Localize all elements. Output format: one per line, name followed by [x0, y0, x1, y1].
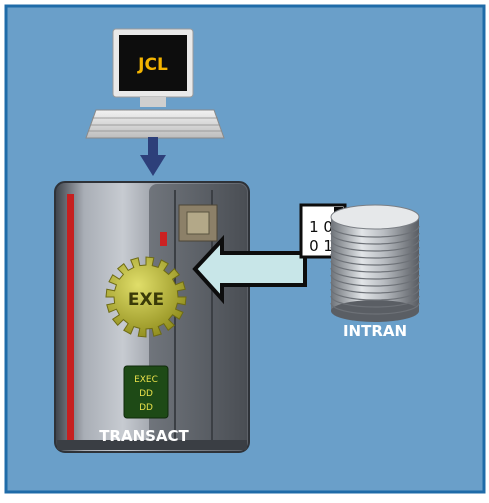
- panel-line-dd-1: DD: [139, 389, 153, 399]
- data-bits-row-1: 1 0: [309, 218, 333, 236]
- disk-platter-ring: [330, 274, 420, 287]
- cabinet-red-strip: [67, 194, 74, 442]
- disk-platters: [330, 225, 420, 315]
- mainframe-label: TRANSACT: [99, 427, 189, 445]
- panel-line-exec: EXEC: [134, 375, 158, 385]
- disk-platter-ring: [330, 267, 420, 280]
- disk-platter-ring: [330, 288, 420, 301]
- disk-body: [331, 217, 419, 311]
- keyboard-keys: [88, 117, 222, 132]
- monitor-screen: [119, 35, 187, 91]
- disk-platter-ring: [330, 239, 420, 252]
- disk-stack-icon: [330, 204, 420, 322]
- monitor-stand: [140, 97, 166, 107]
- disk-platter-ring: [330, 281, 420, 294]
- data-bits-row-2: 0 1: [309, 237, 333, 255]
- jcl-label: JCL: [137, 55, 168, 75]
- disk-platter-ring: [330, 246, 420, 259]
- down-arrow-icon: [140, 137, 166, 176]
- exe-label: EXE: [128, 290, 164, 310]
- cabinet-base: [57, 440, 247, 450]
- disk-label: INTRAN: [343, 322, 407, 340]
- disk-platter-ring: [330, 302, 420, 315]
- left-arrow-icon: [192, 234, 307, 305]
- disk-platter-ring: [330, 295, 420, 308]
- gear-icon: EXE: [105, 256, 187, 338]
- disk-top: [330, 204, 420, 230]
- disk-platter-ring: [330, 225, 420, 238]
- status-led: [160, 232, 167, 246]
- disk-platter-ring: [330, 253, 420, 266]
- jcl-listing-panel: EXEC DD DD: [123, 365, 169, 419]
- disk-platter-ring: [330, 260, 420, 273]
- panel-line-dd-2: DD: [139, 403, 153, 413]
- terminal-icon: JCL: [85, 28, 225, 139]
- disk-platter-ring: [330, 232, 420, 245]
- cpu-chip-icon: [178, 204, 218, 242]
- keyboard: [85, 109, 225, 139]
